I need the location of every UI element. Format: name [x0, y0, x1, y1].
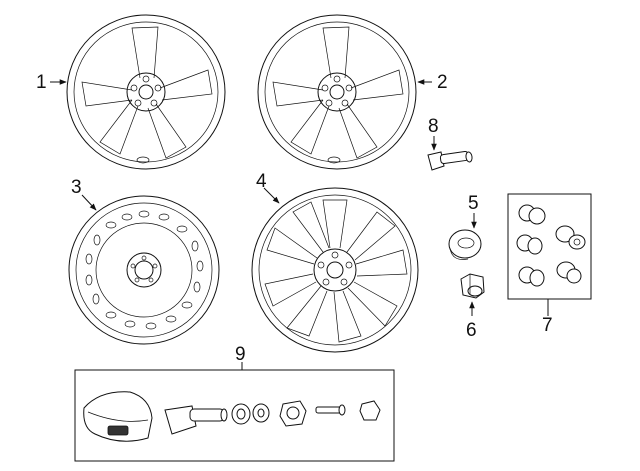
callout-4: 4 [256, 171, 267, 192]
tpms-sensor-kit-9[interactable] [74, 369, 395, 462]
callout-3: 3 [71, 177, 82, 198]
callout-7: 7 [542, 315, 553, 336]
callout-5: 5 [468, 193, 479, 214]
callout-9: 9 [235, 344, 246, 365]
leader-3 [81, 194, 97, 211]
lug-nut-6[interactable] [460, 273, 485, 299]
center-cap-5[interactable] [448, 229, 482, 260]
alloy-wheel-4[interactable] [251, 187, 419, 353]
valve-stem-8[interactable] [427, 150, 473, 171]
callout-1: 1 [36, 72, 47, 93]
alloy-wheel-2[interactable] [257, 14, 417, 170]
callout-2: 2 [437, 72, 448, 93]
steel-wheel-3[interactable] [68, 195, 220, 345]
alloy-wheel-1[interactable] [66, 14, 226, 170]
lug-nut-kit-7[interactable] [507, 193, 592, 300]
callout-6: 6 [466, 320, 477, 341]
leader-4 [263, 187, 280, 204]
callout-8: 8 [428, 116, 439, 137]
